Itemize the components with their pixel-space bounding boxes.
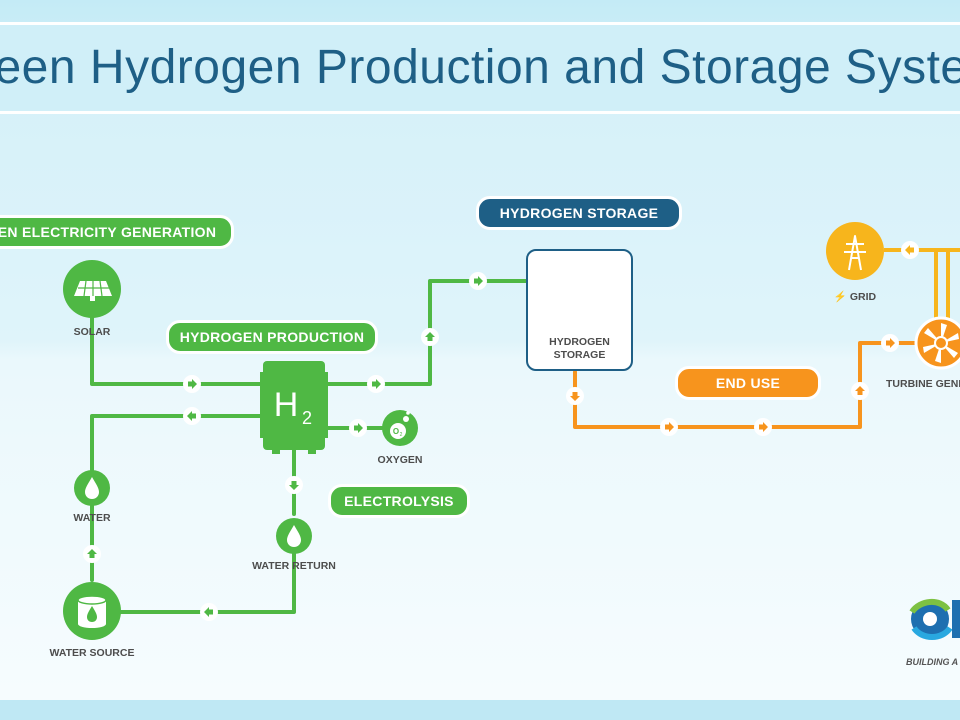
hydrogen-storage-label-line1: HYDROGEN xyxy=(549,336,610,348)
electrolyzer-icon: H 2 xyxy=(260,361,328,454)
water-tank-icon xyxy=(63,582,121,640)
hydrogen-storage-label: HYDROGEN STORAGE xyxy=(526,336,633,362)
svg-text:2: 2 xyxy=(400,432,403,438)
section-end-use-text: END USE xyxy=(715,375,781,391)
flow-arrow-icon xyxy=(851,382,869,400)
svg-text:O: O xyxy=(393,427,399,436)
flow-arrow-icon xyxy=(183,407,201,425)
section-electrolysis: ELECTROLYSIS xyxy=(328,484,470,518)
section-hydrogen-production: HYDROGEN PRODUCTION xyxy=(166,320,378,354)
section-production-text: HYDROGEN PRODUCTION xyxy=(179,329,365,345)
grid-label: ⚡ GRID xyxy=(830,290,880,303)
flow-arrow-icon xyxy=(901,241,919,259)
logo-tagline: BUILDING A SM xyxy=(906,657,960,667)
flow-arrow-icon xyxy=(83,545,101,563)
section-storage-text: HYDROGEN STORAGE xyxy=(499,205,659,221)
page-title: reen Hydrogen Production and Storage Sys… xyxy=(0,41,960,94)
svg-text:H: H xyxy=(274,386,299,424)
title-band xyxy=(0,22,960,114)
svg-text:H: H xyxy=(562,283,579,310)
flow-arrow-icon xyxy=(660,418,678,436)
hydrogen-storage-label-line2: STORAGE xyxy=(553,349,606,361)
flow-arrow-icon xyxy=(469,272,487,290)
oxygen-label: OXYGEN xyxy=(377,454,423,466)
svg-text:2: 2 xyxy=(302,408,312,428)
yellow-grid-lines xyxy=(884,248,960,320)
section-end-use: END USE xyxy=(675,366,821,400)
flow-arrow-icon xyxy=(367,375,385,393)
flow-arrow-icon xyxy=(566,387,584,405)
orange-flow-lines xyxy=(573,341,922,429)
lightning-icon: ⚡ xyxy=(833,291,847,303)
section-electrolysis-text: ELECTROLYSIS xyxy=(344,493,454,509)
turbine-label: TURBINE GENE xyxy=(886,378,960,390)
flow-arrow-icon xyxy=(881,334,899,352)
oxygen-icon: O 2 xyxy=(382,410,418,446)
flow-arrow-icon xyxy=(754,418,772,436)
flow-arrow-icon xyxy=(183,375,201,393)
flow-arrow-icon xyxy=(421,328,439,346)
flow-arrow-icon xyxy=(349,419,367,437)
section-electricity-generation: EN ELECTRICITY GENERATION xyxy=(0,215,234,249)
company-logo xyxy=(909,599,960,640)
water-label: WATER xyxy=(73,512,111,524)
svg-text:2: 2 xyxy=(581,298,588,313)
section-hydrogen-storage: HYDROGEN STORAGE xyxy=(476,196,682,230)
water-drop-icon xyxy=(74,470,110,506)
bottom-strip xyxy=(0,700,960,720)
water-return-label: WATER RETURN xyxy=(252,560,336,572)
water-return-drop-icon xyxy=(276,518,312,554)
flow-arrow-icon xyxy=(285,476,303,494)
grid-label-text: GRID xyxy=(849,291,877,303)
section-electricity-text: EN ELECTRICITY GENERATION xyxy=(0,224,217,240)
power-grid-icon xyxy=(826,222,884,280)
water-source-label: WATER SOURCE xyxy=(49,647,135,659)
tank-label: H 2 xyxy=(562,283,588,313)
solar-label: SOLAR xyxy=(73,326,111,338)
solar-panel-icon xyxy=(63,260,121,318)
flow-arrow-icon xyxy=(200,603,218,621)
hydrogen-storage-box xyxy=(526,249,633,371)
turbine-icon xyxy=(914,316,960,370)
